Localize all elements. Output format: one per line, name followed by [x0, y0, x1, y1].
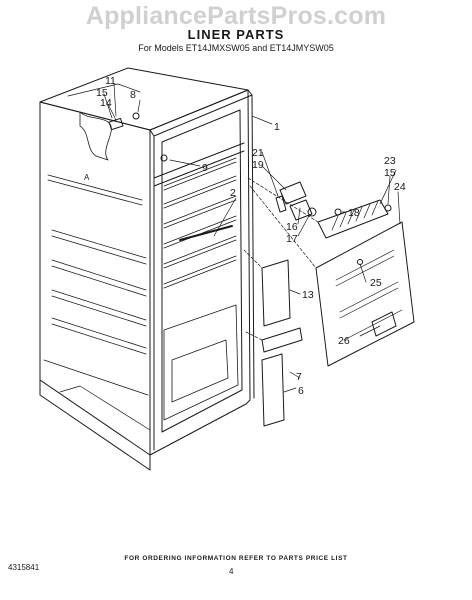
callout-19: 19 — [252, 159, 264, 171]
cabinet-front-flange-bottom — [149, 403, 247, 456]
leader-9 — [169, 159, 201, 167]
side-embossing — [43, 174, 149, 396]
part-control-cover-24 — [315, 221, 415, 367]
callout-25: 25 — [370, 277, 382, 289]
leader-21 — [261, 151, 279, 197]
leader-8 — [137, 99, 141, 113]
projection-line-d — [245, 331, 263, 341]
callout-9: 9 — [202, 162, 208, 174]
part-panel-6 — [261, 353, 285, 427]
leader-15b — [387, 175, 391, 205]
callout-24: 24 — [394, 181, 406, 193]
part-panel-13 — [261, 259, 291, 327]
callout-16: 16 — [286, 221, 298, 233]
models-subtitle: For Models ET14JMXSW05 and ET14JMYSW05 — [138, 43, 334, 53]
callout-8: 8 — [130, 89, 136, 101]
cabinet-front-flange-top — [149, 89, 253, 137]
callout-7: 7 — [296, 371, 302, 383]
callout-14: 14 — [100, 97, 112, 109]
leader-11 — [113, 83, 117, 117]
callout-17: 17 — [286, 233, 298, 245]
leader-24 — [397, 191, 401, 225]
leader-7 — [289, 371, 301, 379]
callout-13: 13 — [302, 289, 314, 301]
cabinet-flange-inner-right — [251, 94, 255, 399]
part-damper-19 — [279, 181, 307, 205]
ordering-note: FOR ORDERING INFORMATION REFER TO PARTS … — [124, 555, 348, 562]
freezer-divider-bottom — [153, 150, 245, 187]
leader-6 — [283, 387, 297, 393]
callout-11: 11 — [105, 75, 116, 87]
page-number: 4 — [229, 567, 234, 576]
part-light-housing-23 — [317, 199, 389, 239]
cabinet-liner — [39, 67, 255, 471]
part-thermostat-housing — [108, 117, 124, 131]
callout-15-left: 15 — [96, 87, 108, 99]
crisper-cavity — [163, 304, 239, 421]
freezer-divider-top — [153, 142, 245, 179]
callout-23: 23 — [384, 155, 396, 167]
crisper-pan-area — [171, 339, 229, 403]
callout-1: 1 — [274, 121, 280, 133]
document-code: 4315841 — [8, 563, 40, 572]
top-recess — [67, 83, 141, 97]
leader-2 — [213, 197, 237, 237]
projection-line-b — [249, 185, 317, 269]
callout-labels: 1 2 6 7 8 9 13 14 15 11 15 16 17 18 19 2… — [84, 75, 406, 397]
liner-opening — [161, 109, 243, 433]
part-strip-26 — [371, 311, 397, 337]
callout-18: 18 — [348, 207, 360, 219]
part-knob-17 — [307, 207, 317, 217]
part-screw-9 — [160, 154, 168, 162]
thermostat-parts — [108, 112, 233, 241]
leader-13 — [289, 289, 301, 295]
leader-1 — [251, 115, 273, 125]
callout-21: 21 — [252, 147, 264, 159]
cabinet-front-flange-right — [245, 89, 251, 405]
leader-lines — [103, 83, 401, 393]
watermark-text: AppliancePartsPros.com — [85, 2, 387, 30]
part-screw-15 — [384, 204, 392, 212]
part-strip-7 — [261, 327, 303, 353]
light-housing-ribs — [331, 200, 379, 231]
projection-line-c — [243, 249, 263, 269]
part-bracket-21 — [275, 195, 287, 213]
leader-15a — [103, 93, 113, 119]
leader-23 — [379, 169, 397, 205]
cabinet-base — [39, 379, 151, 471]
leader-17 — [297, 213, 311, 237]
cutaway-insulation — [79, 111, 112, 161]
control-cover-slots — [335, 249, 403, 341]
diagram-title: LINER PARTS — [187, 27, 285, 42]
callout-15-right: 15 — [384, 167, 396, 179]
part-screw-8 — [132, 112, 140, 120]
callout-26: 26 — [338, 335, 350, 347]
callout-a: A — [84, 173, 90, 182]
cabinet-top-face — [39, 67, 249, 131]
leader-25 — [359, 263, 367, 283]
flat-parts — [261, 259, 303, 427]
leader-19 — [261, 165, 287, 191]
callout-2: 2 — [230, 187, 236, 199]
leader-26 — [359, 325, 381, 337]
cabinet-base-edge — [59, 385, 151, 431]
part-control-16 — [289, 199, 313, 221]
callout-6: 6 — [298, 385, 304, 397]
leader-14 — [107, 103, 117, 121]
part-rail-2 — [179, 225, 233, 241]
projection-line-a — [247, 177, 319, 223]
control-assembly — [275, 181, 415, 367]
